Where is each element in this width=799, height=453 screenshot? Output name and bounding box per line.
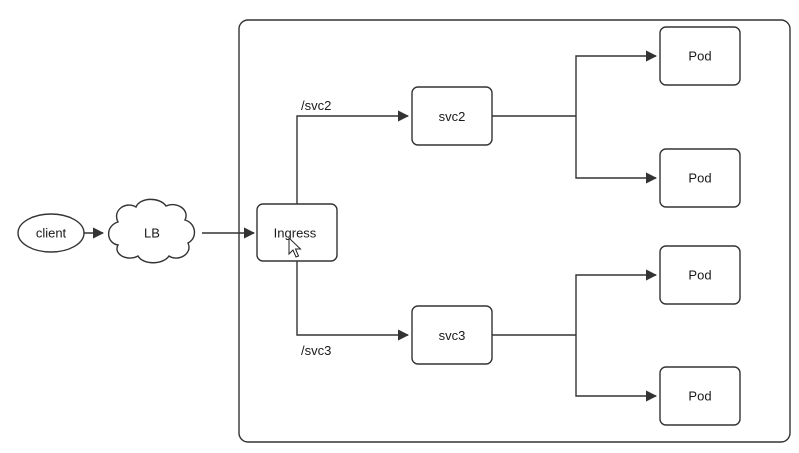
svc2-label: svc2 — [439, 109, 466, 124]
pod-node-4: Pod — [659, 366, 741, 426]
pod-label-3: Pod — [688, 268, 711, 283]
client-label: client — [36, 226, 67, 241]
svc3-node: svc3 — [411, 305, 493, 365]
pod-node-1: Pod — [659, 26, 741, 86]
ingress-node: Ingress — [256, 203, 338, 262]
svc2-node: svc2 — [411, 86, 493, 146]
lb-node: LB — [107, 198, 196, 264]
pod-label-4: Pod — [688, 389, 711, 404]
svc3-label: svc3 — [439, 328, 466, 343]
pod-node-2: Pod — [659, 148, 741, 208]
edge-svc3-pod4 — [575, 335, 658, 402]
pod-box-4 — [659, 366, 741, 426]
edge-svc2-pod1 — [575, 50, 658, 116]
pod-node-3: Pod — [659, 245, 741, 305]
pod-box-2 — [659, 148, 741, 208]
cluster-boundary — [238, 19, 791, 443]
pod-label-1: Pod — [688, 49, 711, 64]
mouse-cursor-icon — [288, 236, 302, 258]
lb-cloud-shape — [107, 198, 196, 264]
pod-box-3 — [659, 245, 741, 305]
pod-box-1 — [659, 26, 741, 86]
edge-ingress-svc3 — [296, 261, 410, 341]
edge-ingress-svc2 — [296, 110, 410, 204]
route-label-svc3: /svc3 — [301, 343, 331, 358]
route-label-svc2: /svc2 — [301, 98, 331, 113]
edge-svc2-pod2 — [575, 116, 658, 184]
client-node: client — [17, 213, 85, 253]
edge-svc3-pod3 — [575, 269, 658, 335]
lb-label: LB — [144, 226, 160, 241]
pod-label-2: Pod — [688, 171, 711, 186]
ingress-label: Ingress — [274, 226, 317, 241]
